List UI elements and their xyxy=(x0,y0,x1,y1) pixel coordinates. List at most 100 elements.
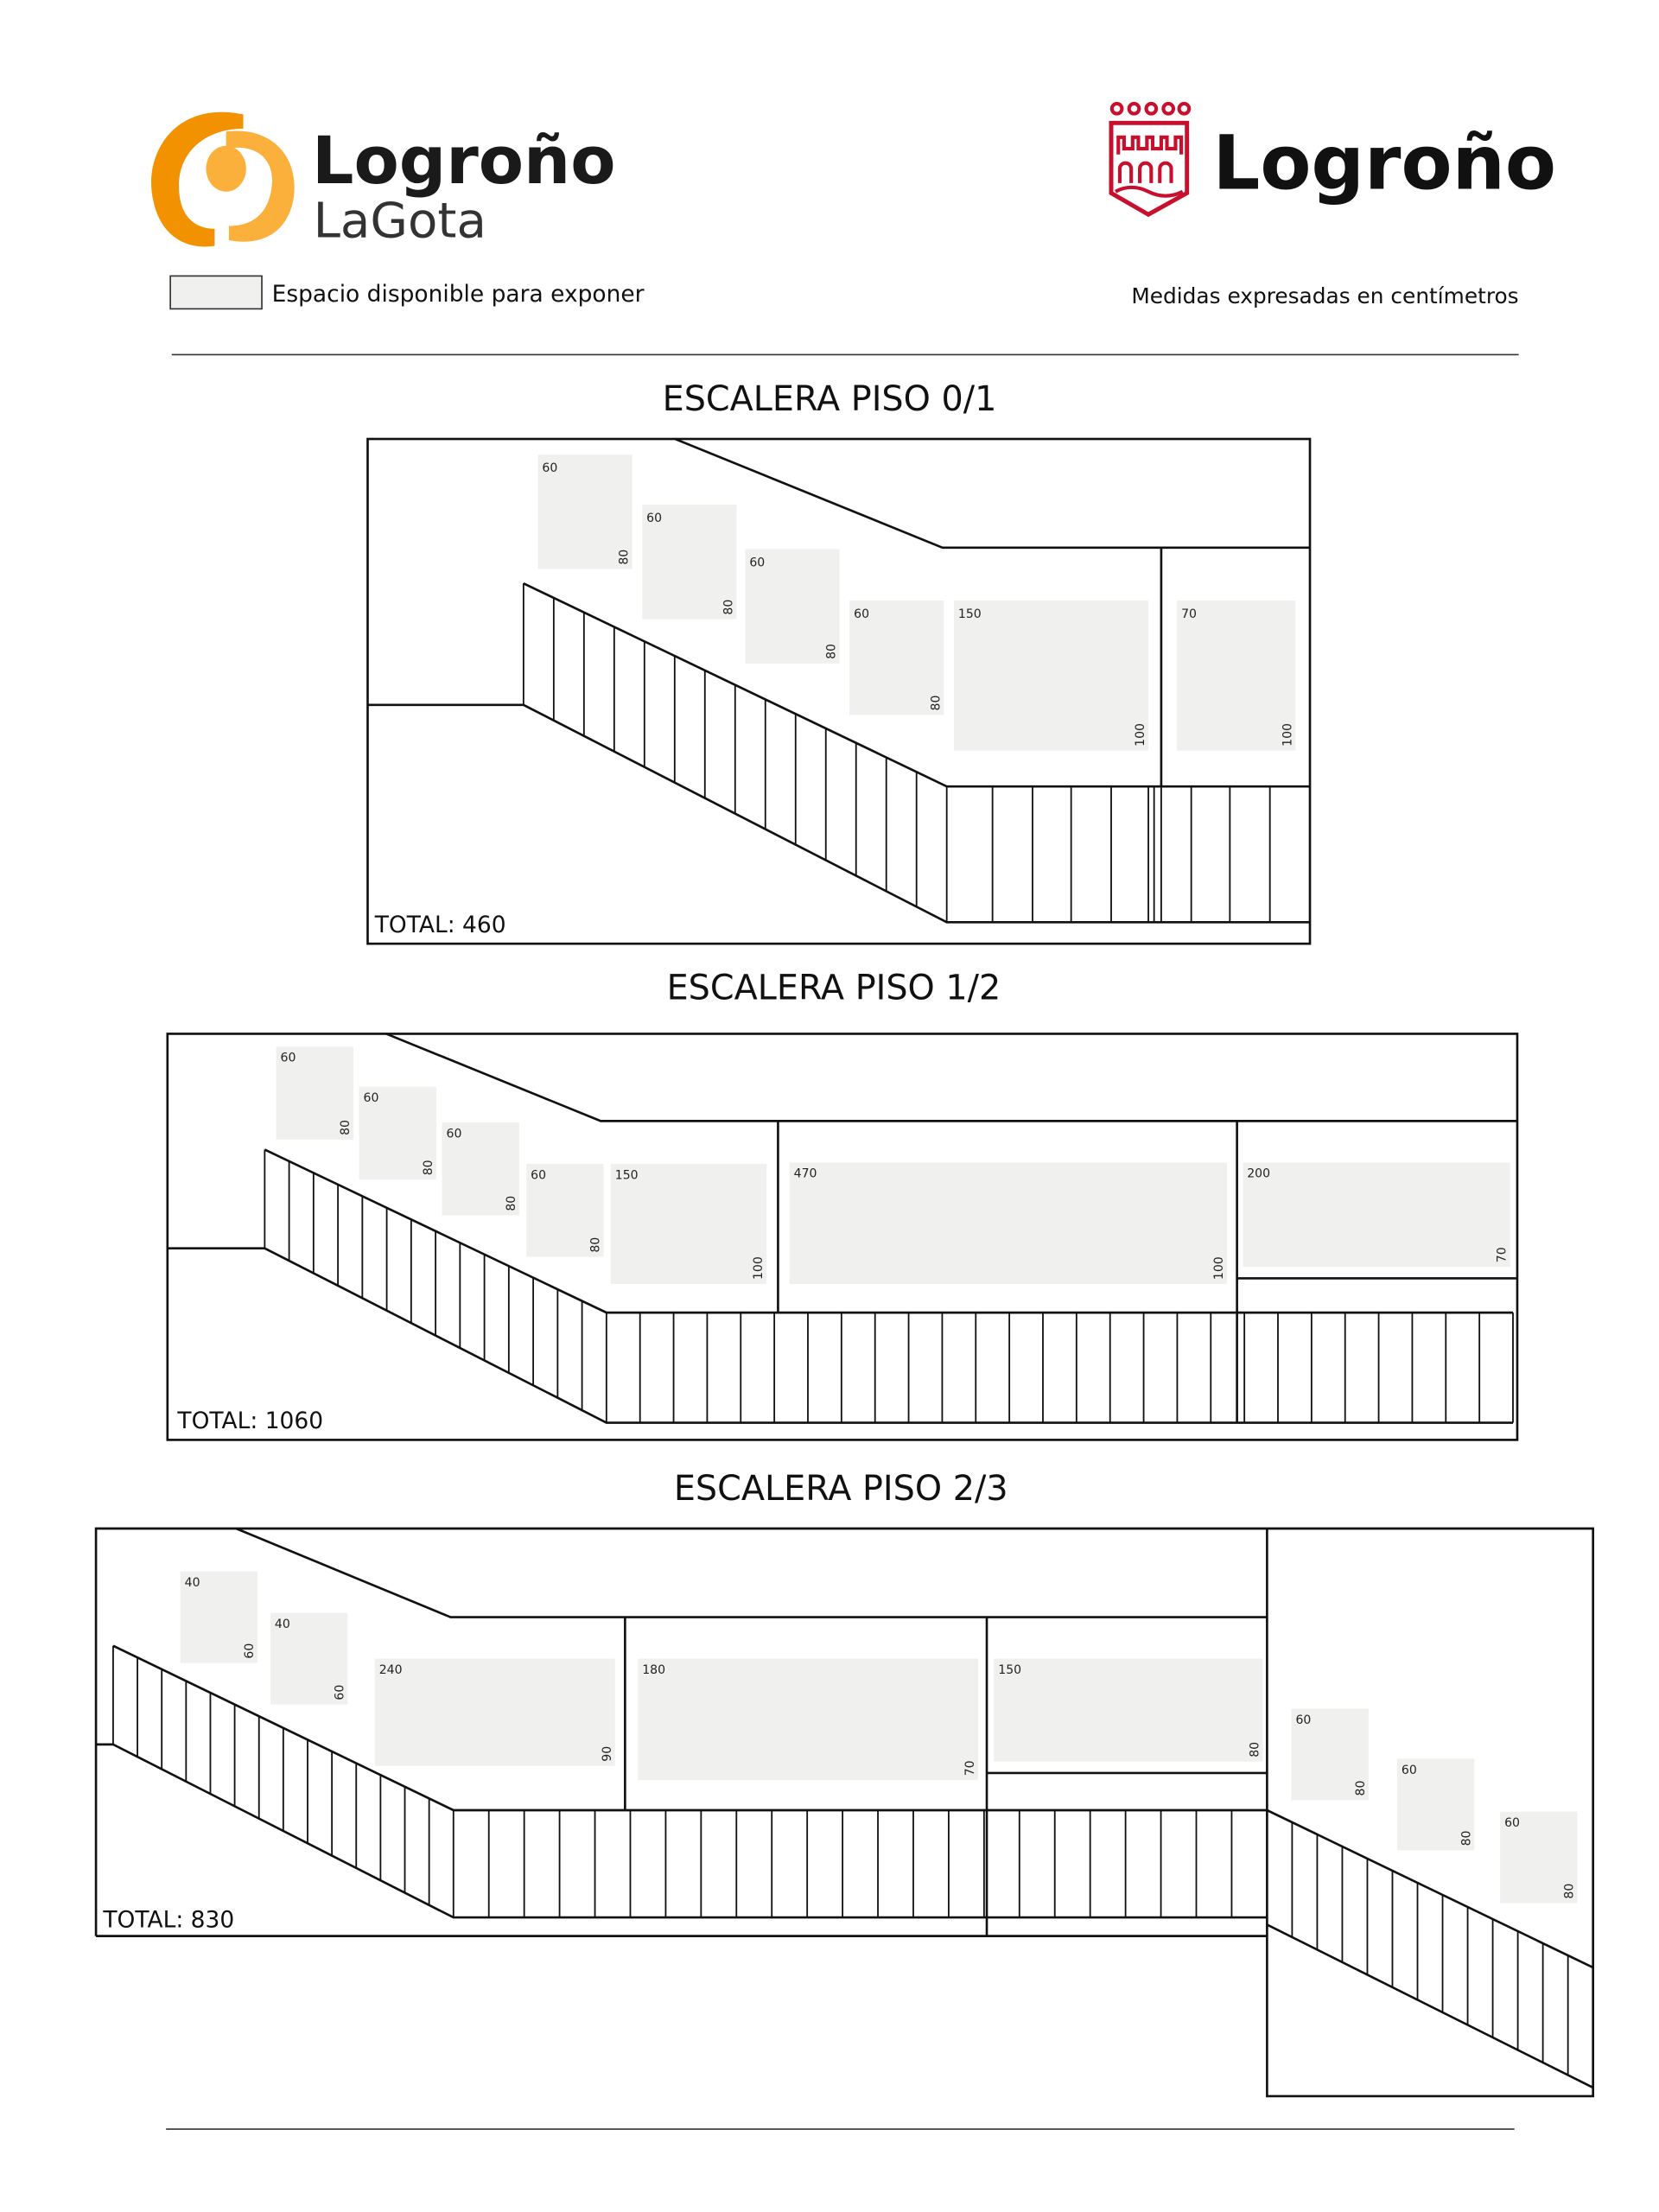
space-area xyxy=(1291,1708,1369,1801)
space-width-label: 150 xyxy=(615,1168,639,1182)
space-height-label: 80 xyxy=(1248,1742,1262,1758)
space-height-label: 70 xyxy=(963,1760,977,1776)
diagram-frame xyxy=(166,1033,1519,1441)
space-width-label: 40 xyxy=(275,1618,290,1631)
space-width-label: 180 xyxy=(642,1663,665,1677)
space-width-label: 60 xyxy=(447,1127,462,1141)
space-height-label: 80 xyxy=(1563,1884,1577,1899)
space-height-label: 80 xyxy=(505,1196,518,1211)
space-area xyxy=(180,1571,258,1663)
space-area xyxy=(789,1162,1228,1285)
space-height-label: 100 xyxy=(1281,723,1295,747)
space-area xyxy=(745,549,840,664)
space-width-label: 60 xyxy=(646,512,662,525)
space-height-label: 80 xyxy=(1459,1830,1473,1846)
space-area xyxy=(359,1086,436,1180)
exhibition-space: 180 70 xyxy=(638,1658,979,1781)
wall-line xyxy=(235,1527,1268,1618)
space-area xyxy=(442,1122,519,1216)
space-width-label: 60 xyxy=(1504,1816,1520,1830)
space-area xyxy=(849,601,944,715)
diagram-frame xyxy=(366,437,1312,945)
exhibition-space: 60 80 xyxy=(1500,1811,1578,1904)
exhibition-space: 60 80 xyxy=(442,1122,519,1216)
space-width-label: 60 xyxy=(364,1091,379,1105)
diagram-title: ESCALERA PISO 1/2 xyxy=(667,969,1001,1008)
space-height-label: 80 xyxy=(589,1237,603,1253)
space-width-label: 40 xyxy=(185,1576,200,1590)
exhibition-space: 150 100 xyxy=(610,1164,767,1285)
space-area xyxy=(270,1612,348,1705)
handrail xyxy=(1266,1808,1594,1969)
diagram-title: ESCALERA PISO 2/3 xyxy=(674,1469,1008,1509)
space-area xyxy=(953,601,1149,751)
space-width-label: 470 xyxy=(794,1167,817,1181)
units-note: Medidas expresadas en centímetros xyxy=(1131,283,1518,308)
diagram-frame xyxy=(94,1527,1594,2098)
space-area xyxy=(1177,601,1296,751)
logrono-city-logo: Logroño xyxy=(1109,101,1556,218)
logrono-lagota-logo: Logroño LaGota xyxy=(151,111,616,250)
space-width-label: 150 xyxy=(958,607,982,621)
space-height-label: 100 xyxy=(1212,1256,1226,1280)
total-label: TOTAL: 1060 xyxy=(176,1408,323,1434)
exhibition-space: 150 100 xyxy=(953,601,1149,751)
space-height-label: 80 xyxy=(618,550,632,565)
diagram-title: ESCALERA PISO 0/1 xyxy=(663,379,997,419)
space-height-label: 100 xyxy=(1134,723,1147,747)
exhibition-space: 60 80 xyxy=(1396,1758,1475,1851)
logo-left-line1: Logroño xyxy=(312,122,616,199)
space-area xyxy=(526,1164,604,1257)
coat-of-arms-icon xyxy=(1109,101,1192,218)
space-height-label: 60 xyxy=(243,1643,257,1659)
space-height-label: 100 xyxy=(752,1256,766,1280)
logo-left-line2: LaGota xyxy=(314,194,486,250)
space-height-label: 80 xyxy=(825,644,839,659)
space-area xyxy=(1243,1162,1510,1268)
wall-line xyxy=(385,1033,1517,1122)
balustrade-base xyxy=(264,1247,1514,1424)
space-area xyxy=(537,454,632,569)
space-width-label: 240 xyxy=(379,1663,403,1677)
space-width-label: 60 xyxy=(542,461,557,475)
logo-right-text: Logroño xyxy=(1212,120,1555,207)
balustrade-base xyxy=(1266,1923,1594,2089)
space-height-label: 80 xyxy=(1354,1781,1368,1796)
space-width-label: 60 xyxy=(531,1168,546,1182)
space-height-label: 70 xyxy=(1496,1247,1510,1262)
space-area xyxy=(1500,1811,1578,1904)
exhibition-space: 200 70 xyxy=(1243,1162,1510,1268)
space-width-label: 200 xyxy=(1247,1167,1270,1181)
exhibition-space: 40 60 xyxy=(180,1571,258,1663)
space-width-label: 60 xyxy=(749,556,765,569)
space-area xyxy=(610,1164,767,1285)
exhibition-space: 70 100 xyxy=(1177,601,1296,751)
exhibition-space: 60 80 xyxy=(642,505,737,620)
space-area xyxy=(994,1658,1263,1762)
space-area xyxy=(276,1046,353,1140)
staircase-diagram-0-1: 60 80 60 80 60 80 60 80 150 100 70 100 xyxy=(366,437,1312,945)
total-label: TOTAL: 460 xyxy=(374,912,506,938)
exhibition-space: 40 60 xyxy=(270,1612,348,1705)
space-height-label: 60 xyxy=(333,1685,346,1700)
space-area xyxy=(638,1658,979,1781)
space-width-label: 70 xyxy=(1181,607,1197,621)
exhibition-space: 60 80 xyxy=(745,549,840,664)
space-height-label: 80 xyxy=(339,1120,353,1135)
exhibition-space: 60 80 xyxy=(1291,1708,1369,1801)
space-width-label: 60 xyxy=(1402,1764,1417,1777)
space-height-label: 80 xyxy=(929,696,943,711)
space-width-label: 60 xyxy=(1295,1713,1311,1727)
wall-line xyxy=(674,437,1311,550)
legend-label: Espacio disponible para exponer xyxy=(272,281,645,308)
space-area xyxy=(374,1658,615,1766)
space-width-label: 60 xyxy=(854,607,869,621)
space-area xyxy=(642,505,737,620)
exhibition-space: 60 80 xyxy=(849,601,944,715)
space-height-label: 80 xyxy=(721,600,735,615)
